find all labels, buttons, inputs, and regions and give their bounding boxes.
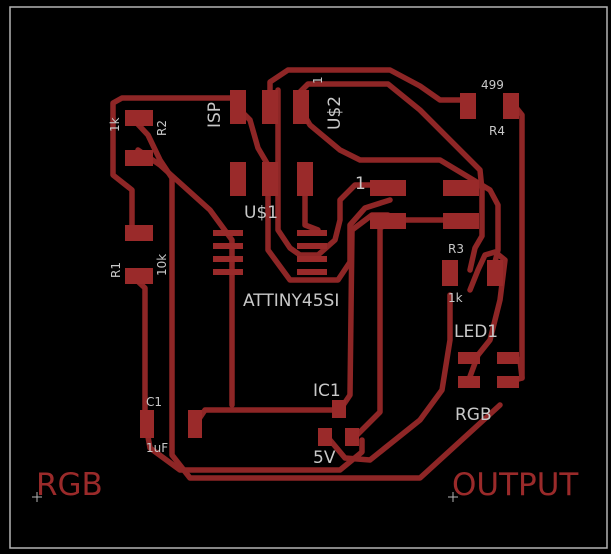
- trace: [142, 417, 365, 473]
- label-isp: ISP: [205, 102, 225, 128]
- pad: [497, 352, 519, 364]
- pad: [345, 428, 359, 446]
- label-pin1: 1: [355, 174, 366, 194]
- label-r1: R1: [109, 262, 123, 278]
- label-c1-value: 1uF: [146, 441, 168, 455]
- trace: [192, 407, 343, 428]
- pad: [497, 376, 519, 388]
- label-c1: C1: [146, 395, 162, 409]
- pads: [125, 90, 519, 446]
- trace: [465, 249, 508, 385]
- vector-text: RGB OUTPUT: [32, 467, 579, 503]
- pad: [293, 90, 309, 124]
- label-attiny: ATTINY45SI: [243, 291, 339, 311]
- pad: [458, 376, 480, 388]
- label-r1-value: 10k: [155, 254, 169, 276]
- pad: [230, 162, 246, 196]
- trace: [297, 81, 485, 273]
- pad: [442, 260, 458, 286]
- board-outline: [9, 6, 608, 549]
- trace: [505, 97, 525, 385]
- trace: [110, 115, 135, 235]
- pad: [487, 260, 503, 286]
- pad: [370, 213, 406, 229]
- pad: [297, 256, 327, 262]
- label-usb2: U$2: [325, 96, 345, 130]
- pad: [318, 428, 332, 446]
- label-r2: R2: [155, 120, 169, 136]
- origin-cross: [32, 492, 42, 502]
- pad: [460, 93, 476, 119]
- trace: [327, 292, 453, 463]
- board-title-output: OUTPUT: [452, 467, 579, 503]
- label-usb2-pin1: 1: [311, 76, 325, 84]
- pad: [125, 268, 153, 284]
- label-rgb-part: RGB: [455, 405, 492, 425]
- pad: [140, 410, 154, 438]
- trace: [297, 105, 501, 265]
- label-ic1: IC1: [313, 381, 341, 401]
- trace: [110, 95, 241, 121]
- pad: [213, 230, 243, 236]
- pad: [125, 150, 153, 166]
- pad: [297, 230, 327, 236]
- silkscreen: ISP U$2 1 U$1 ATTINY45SI 499 R4 1k R2 1 …: [108, 76, 505, 468]
- pad: [188, 410, 202, 438]
- label-r4: R4: [489, 124, 505, 138]
- pad: [230, 90, 246, 124]
- pad: [262, 162, 278, 196]
- label-r3: R3: [448, 242, 464, 256]
- label-r2-value: 1k: [108, 117, 122, 132]
- label-5v: 5V: [313, 448, 336, 468]
- label-r3-value: 1k: [448, 291, 463, 305]
- label-r4-value: 499: [481, 78, 504, 92]
- origin-cross: [448, 492, 458, 502]
- pad: [503, 93, 519, 119]
- pad: [125, 225, 153, 241]
- trace: [129, 115, 503, 481]
- board-title-rgb: RGB: [36, 467, 103, 503]
- trace: [129, 273, 148, 423]
- pad: [297, 243, 327, 249]
- pad: [262, 90, 278, 124]
- pad: [297, 269, 327, 275]
- pad: [443, 213, 479, 229]
- pad: [332, 400, 346, 418]
- pad: [297, 162, 313, 196]
- pad: [213, 269, 243, 275]
- pad: [458, 352, 480, 364]
- label-usb1: U$1: [244, 203, 278, 223]
- pad: [125, 110, 153, 126]
- pad: [213, 243, 243, 249]
- label-led1: LED1: [454, 322, 498, 342]
- pad: [443, 180, 479, 196]
- pad: [370, 180, 406, 196]
- pad: [213, 256, 243, 262]
- trace: [265, 177, 393, 283]
- trace: [267, 67, 471, 111]
- trace: [349, 217, 463, 443]
